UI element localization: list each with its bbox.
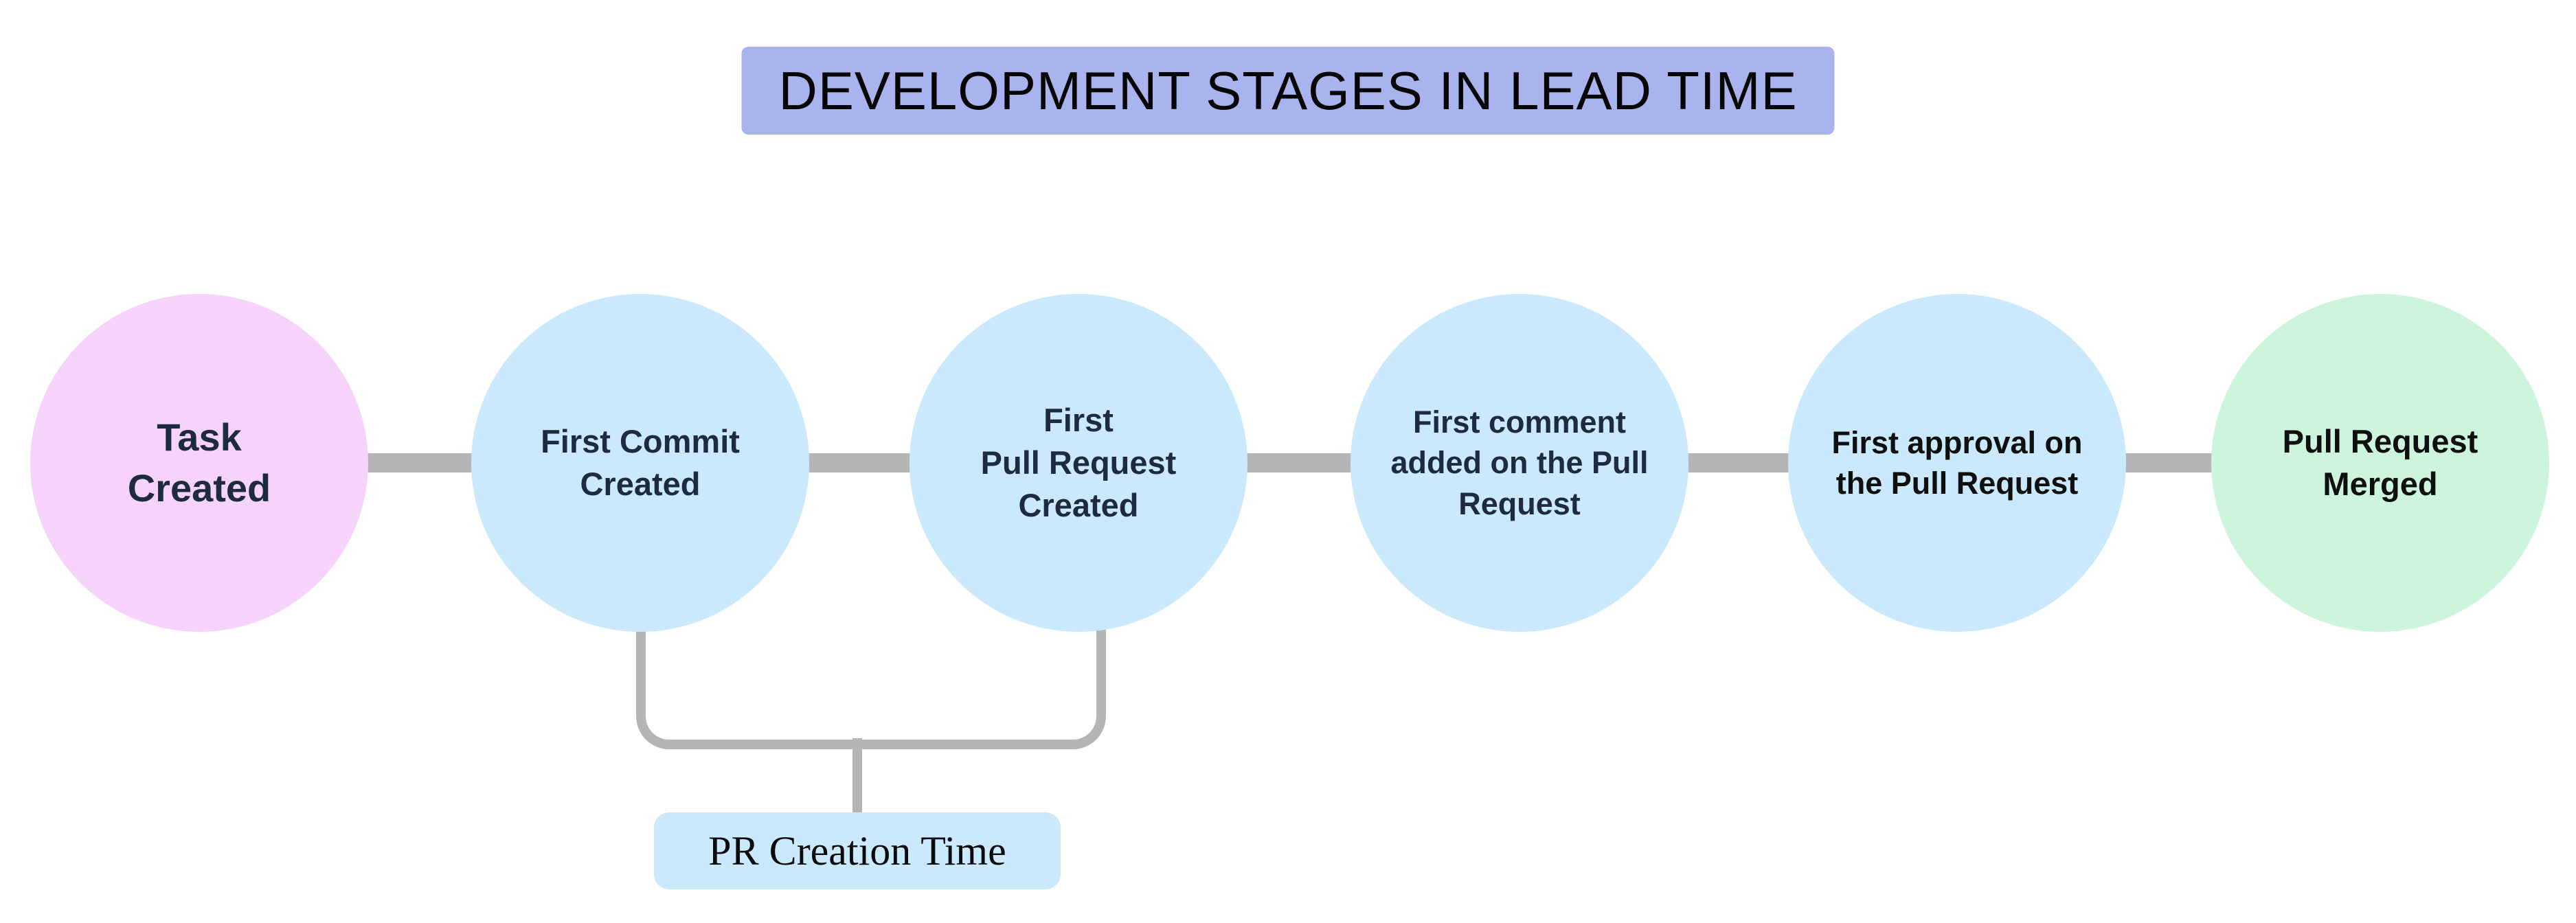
stage-label-task-created: Task Created	[127, 415, 271, 510]
diagram-title-box: DEVELOPMENT STAGES IN LEAD TIME	[741, 47, 1835, 135]
stage-node-first-comment-added: First comment added on the Pull Request	[1351, 294, 1688, 632]
stage-node-task-created: Task Created	[30, 294, 368, 632]
stage-node-first-pull-request-created: First Pull Request Created	[909, 294, 1247, 632]
pr-creation-time-label: PR Creation Time	[708, 828, 1006, 874]
stage-label-first-commit-created: First Commit Created	[541, 422, 740, 502]
pr-creation-time-bracket	[636, 622, 1106, 749]
stage-label-first-pull-request-created: First Pull Request Created	[980, 401, 1177, 524]
pr-creation-time-label-box: PR Creation Time	[654, 812, 1061, 889]
pr-creation-time-bracket-stem	[852, 738, 862, 815]
diagram-title: DEVELOPMENT STAGES IN LEAD TIME	[778, 60, 1798, 121]
stage-node-pull-request-merged: Pull Request Merged	[2211, 294, 2549, 632]
stage-node-first-approval: First approval on the Pull Request	[1788, 294, 2126, 632]
stage-label-first-comment-added: First comment added on the Pull Request	[1390, 404, 1649, 521]
stage-label-pull-request-merged: Pull Request Merged	[2282, 422, 2478, 502]
stage-label-first-approval: First approval on the Pull Request	[1831, 424, 2083, 501]
stage-node-first-commit-created: First Commit Created	[471, 294, 809, 632]
